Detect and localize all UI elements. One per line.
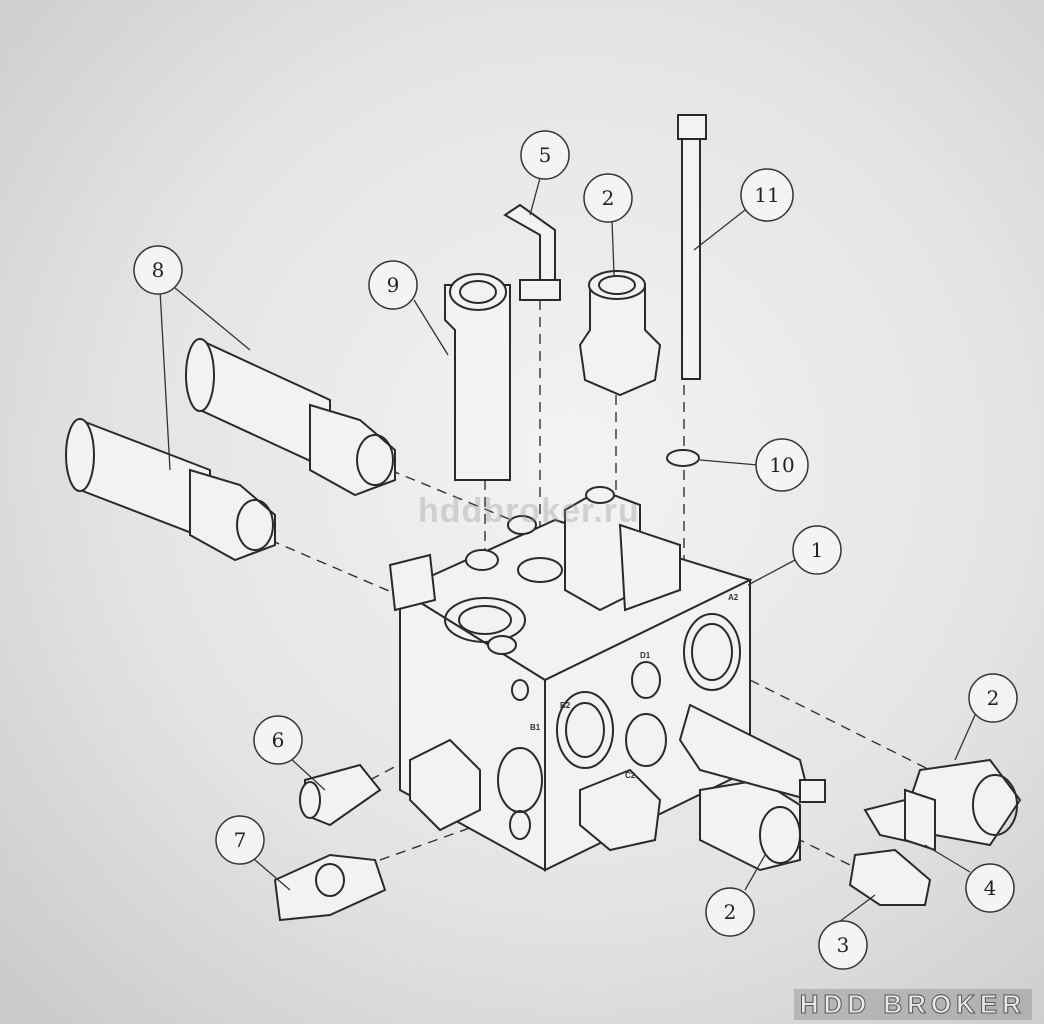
callout-3: 3: [818, 920, 868, 970]
callout-label: 8: [152, 258, 165, 282]
callout-label: 3: [837, 933, 850, 957]
part-7-fitting: [273, 853, 387, 922]
leader-lines: [159, 177, 976, 926]
callout-2: 2: [583, 173, 633, 223]
part-6-plug: [299, 763, 382, 827]
port-label: D1: [640, 651, 651, 660]
watermark: hddbroker.ru: [418, 492, 640, 530]
callout-label: 2: [724, 900, 737, 924]
callout-label: 6: [272, 728, 285, 752]
callout-label: 7: [234, 828, 247, 852]
callout-7: 7: [215, 815, 265, 865]
callout-8: 8: [133, 245, 183, 295]
callout-label: 2: [602, 186, 615, 210]
brand-logo: HDD BROKER: [793, 989, 1032, 1020]
callout-6: 6: [253, 715, 303, 765]
callout-9: 9: [368, 260, 418, 310]
part-10-washer: [666, 449, 700, 467]
callout-label: 11: [754, 183, 779, 207]
callout-2: 2: [705, 887, 755, 937]
callout-label: 5: [539, 143, 552, 167]
port-label: B2: [560, 701, 571, 710]
part-5-elbow-fitting: [503, 203, 561, 301]
callout-label: 10: [769, 453, 794, 477]
callout-4: 4: [965, 863, 1015, 913]
callout-label: 2: [987, 686, 1000, 710]
part-2-fitting-top: [578, 270, 662, 397]
port-label: C2: [625, 771, 636, 780]
relief-cartridge: [678, 703, 826, 803]
port-label: A2: [728, 593, 739, 602]
callout-label: 1: [811, 538, 824, 562]
callout-2: 2: [968, 673, 1018, 723]
part-11-bolt: [677, 114, 707, 380]
callout-5: 5: [520, 130, 570, 180]
callout-10: 10: [755, 438, 809, 492]
part-8-cartridges: [65, 338, 396, 562]
callout-label: 9: [387, 273, 400, 297]
callout-1: 1: [792, 525, 842, 575]
part-3-adapter: [848, 848, 932, 906]
callout-label: 4: [984, 876, 997, 900]
part-9-valve: [444, 273, 511, 481]
callout-11: 11: [740, 168, 794, 222]
valve-block: [388, 486, 753, 872]
port-label: B1: [530, 723, 541, 732]
part-4-elbow: [863, 788, 937, 852]
